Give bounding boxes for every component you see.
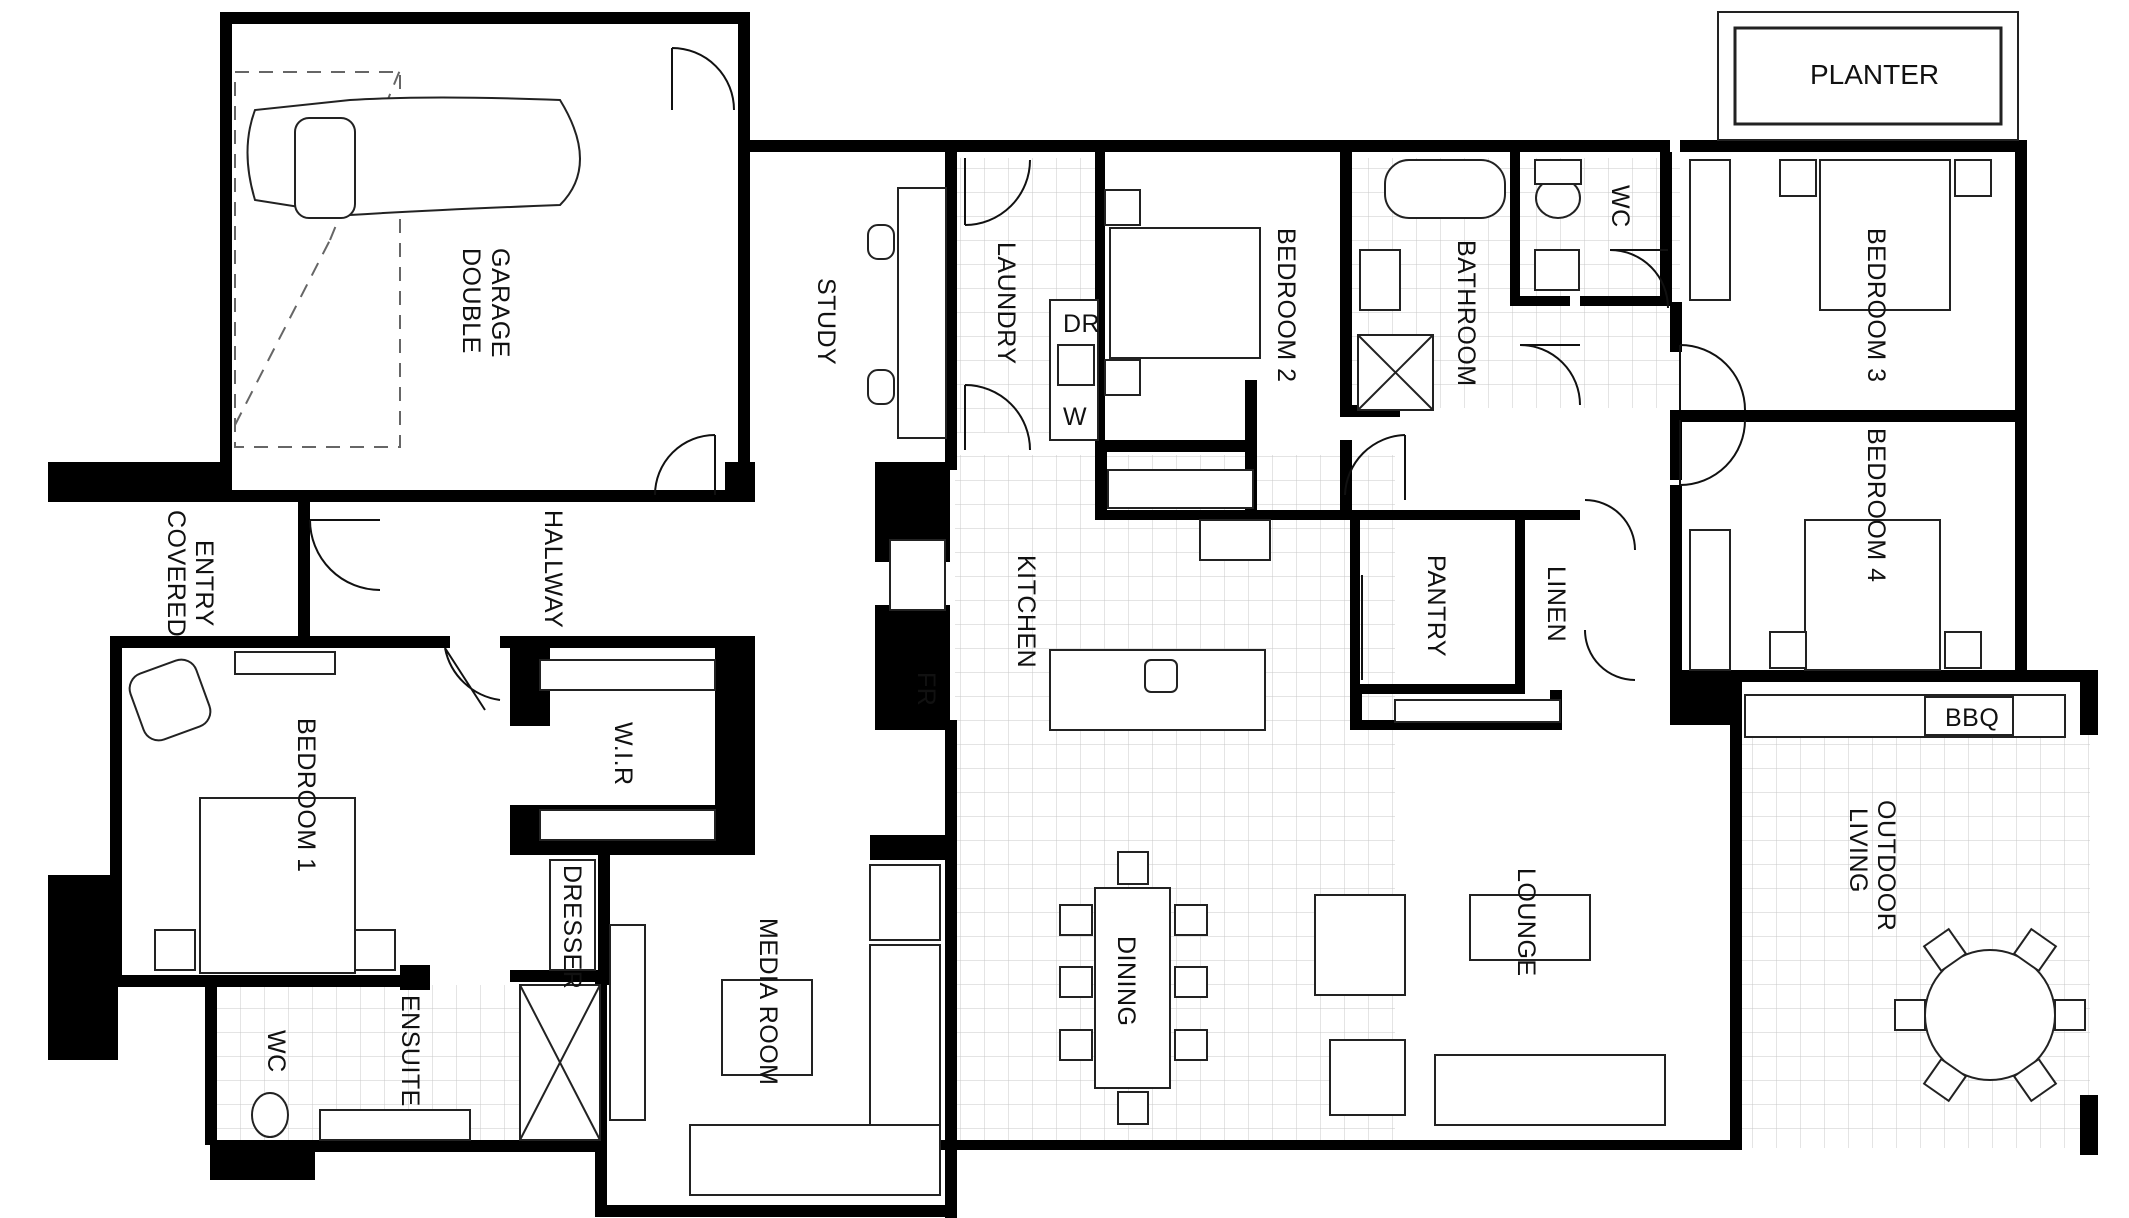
study-desk xyxy=(867,187,947,439)
ensuite-fixtures xyxy=(251,859,601,1141)
entry-door[interactable] xyxy=(309,519,381,591)
covered-entry-label-2: ENTRY xyxy=(190,540,218,627)
media-room-furniture xyxy=(609,864,941,1196)
bathroom-door[interactable] xyxy=(1519,344,1581,406)
garage-side-door[interactable] xyxy=(671,47,735,111)
media-room-label: MEDIA ROOM xyxy=(754,918,782,1086)
hallway-label: HALLWAY xyxy=(539,510,567,628)
laundry-label: LAUNDRY xyxy=(992,242,1020,365)
bedroom-1-door[interactable] xyxy=(444,647,501,711)
room-labels: DOUBLE GARAGE STUDY LAUNDRY BEDROOM 2 BA… xyxy=(162,59,1999,1107)
dryer-label: DR xyxy=(1063,310,1100,338)
wc-door[interactable] xyxy=(1609,249,1669,309)
wc-fixtures xyxy=(1534,159,1582,291)
bbq-label: BBQ xyxy=(1945,704,1999,732)
covered-entry-label: COVERED xyxy=(162,510,190,637)
dresser-label: DRESSER xyxy=(558,865,586,989)
lounge-furniture xyxy=(1314,894,1666,1126)
laundry-fixtures: DR W xyxy=(1049,299,1100,441)
bedroom-3-label: BEDROOM 3 xyxy=(1862,228,1890,383)
bathroom-fixtures xyxy=(1357,159,1506,411)
laundry-door[interactable] xyxy=(964,158,1031,226)
linen-doors[interactable] xyxy=(1584,499,1636,681)
bedroom-4-furniture xyxy=(1689,519,1982,671)
study-label: STUDY xyxy=(812,278,840,365)
ensuite-label: ENSUITE xyxy=(396,995,424,1107)
wir-label: W.I.R xyxy=(609,722,637,786)
planter-label: PLANTER xyxy=(1810,59,1939,90)
laundry-lower-door[interactable] xyxy=(964,384,1031,451)
dining-label: DINING xyxy=(1112,936,1140,1027)
dining-set xyxy=(1059,851,1208,1125)
outdoor-living-label: OUTDOOR xyxy=(1872,800,1900,931)
double-garage-label-2: GARAGE xyxy=(486,248,514,358)
bedroom-4-label: BEDROOM 4 xyxy=(1862,428,1890,583)
wir-racks xyxy=(539,659,716,841)
kitchen-fixtures xyxy=(889,519,1561,731)
bedroom-3-furniture xyxy=(1689,159,1992,311)
ensuite-wc-label: WC xyxy=(262,1030,290,1073)
kitchen-label: KITCHEN xyxy=(1012,555,1040,668)
lounge-label: LOUNGE xyxy=(1512,868,1540,977)
bedroom-3-door[interactable] xyxy=(1679,344,1746,411)
bedroom-2-furniture xyxy=(1104,189,1261,509)
outdoor-living-label-2: LIVING xyxy=(1844,808,1872,893)
outdoor-table-set xyxy=(1744,694,2086,1103)
garage-car xyxy=(234,69,581,448)
bedroom-4-door[interactable] xyxy=(1679,419,1746,486)
bathroom-label: BATHROOM xyxy=(1452,240,1480,387)
washer-label: W xyxy=(1063,403,1087,431)
bedroom-2-label: BEDROOM 2 xyxy=(1272,228,1300,383)
hall-door[interactable] xyxy=(1344,434,1406,500)
garage-internal-door[interactable] xyxy=(654,434,716,496)
fridge-label: FR xyxy=(912,672,940,706)
double-garage-label: DOUBLE xyxy=(457,248,485,354)
bedroom-1-label: BEDROOM 1 xyxy=(292,718,320,873)
wc-label: WC xyxy=(1606,185,1634,228)
linen-label: LINEN xyxy=(1542,566,1570,642)
bedroom-1-furniture xyxy=(128,651,396,974)
pantry-label: PANTRY xyxy=(1422,555,1450,657)
